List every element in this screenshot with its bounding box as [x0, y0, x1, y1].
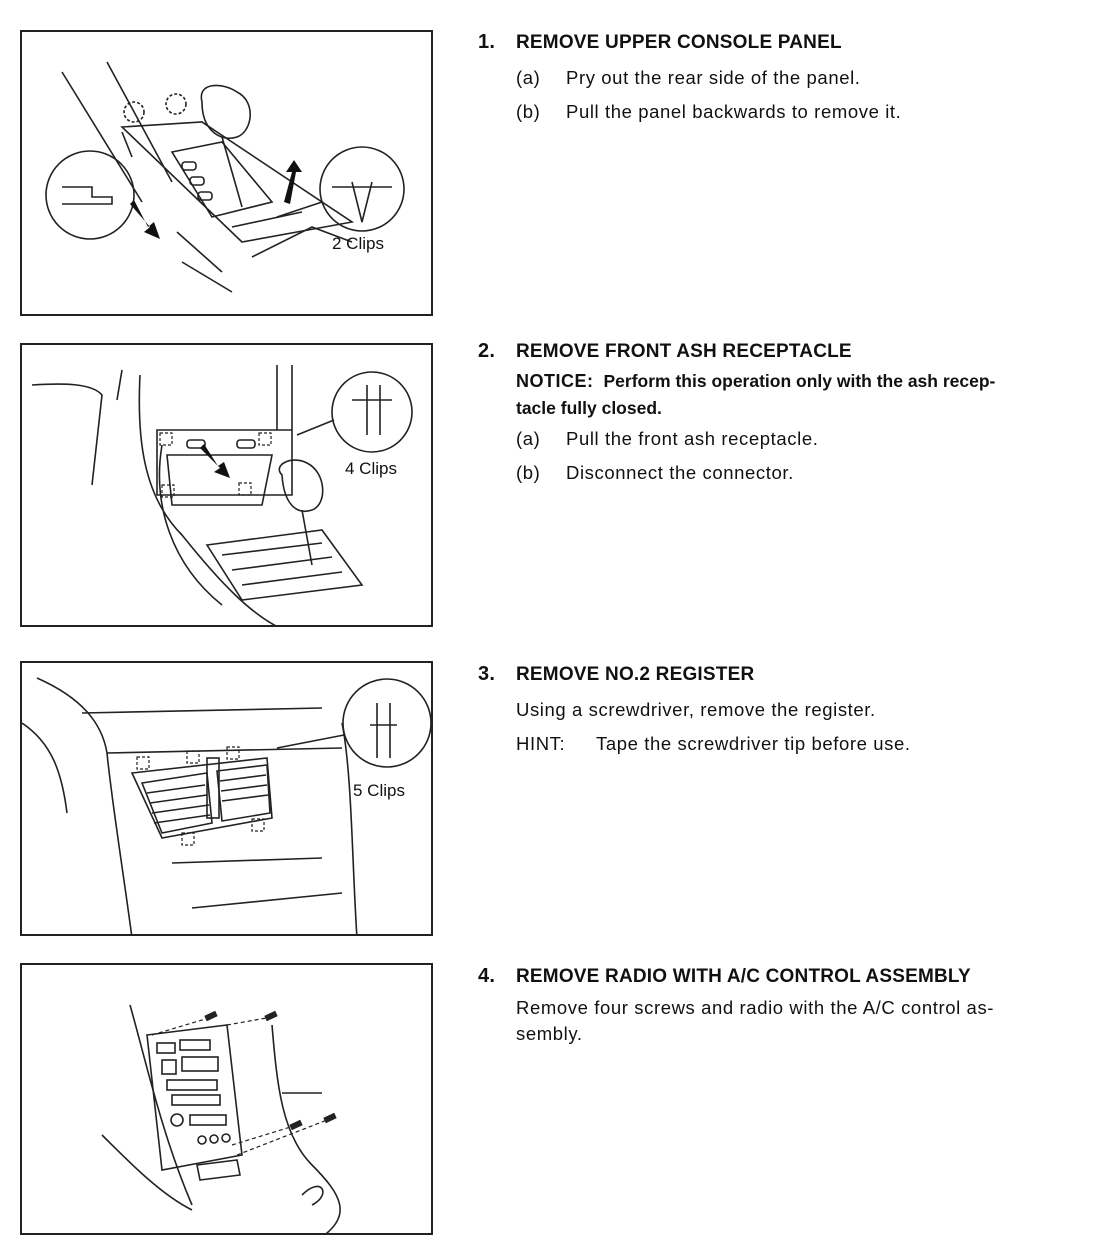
instruction-line: Using a screwdriver, remove the register…	[516, 699, 876, 720]
step-heading: 2. REMOVE FRONT ASH RECEPTACLE	[478, 339, 1088, 364]
instruction-line: (b) Pull the panel backwards to remove it…	[516, 95, 1088, 129]
item-tag: (a)	[516, 67, 541, 88]
item-text: Disconnect the connector.	[566, 462, 794, 483]
step-title: REMOVE RADIO WITH A/C CONTROL ASSEMBLY	[516, 966, 971, 987]
console-panel-illustration	[45, 61, 405, 293]
step-heading: 4. REMOVE RADIO WITH A/C CONTROL ASSEMBLY	[478, 964, 1088, 989]
instruction-line: (a) Pry out the rear side of the panel.	[516, 61, 1088, 95]
step-2: 2. REMOVE FRONT ASH RECEPTACLE NOTICE: Per…	[478, 339, 1088, 490]
instruction-line: (a) Pull the front ash receptacle.	[516, 422, 1088, 456]
figure-label: 5 Clips	[353, 781, 405, 800]
instruction-line: (b) Disconnect the connector.	[516, 456, 1088, 490]
item-tag: (a)	[516, 428, 541, 449]
figure-register: 5 Clips	[20, 661, 433, 936]
step-heading: 3. REMOVE NO.2 REGISTER	[478, 662, 1088, 687]
item-tag: (b)	[516, 101, 541, 122]
hint-line: HINT: Tape the screwdriver tip before use…	[516, 727, 1088, 761]
item-tag: (b)	[516, 462, 541, 483]
figure-radio-ac	[20, 963, 433, 1235]
step-3: 3. REMOVE NO.2 REGISTER Using a screwdriv…	[478, 662, 1088, 761]
step-4: 4. REMOVE RADIO WITH A/C CONTROL ASSEMBLY…	[478, 964, 1088, 1047]
notice-text-continued: tacle fully closed.	[516, 398, 662, 418]
notice-block: NOTICE: Perform this operation only with …	[516, 368, 1088, 422]
step-number: 1.	[478, 31, 496, 53]
step-number: 3.	[478, 663, 496, 685]
step-number: 4.	[478, 965, 496, 987]
item-text: Pull the panel backwards to remove it.	[566, 101, 902, 122]
figure-console-panel: 2 Clips	[20, 30, 433, 316]
step-number: 2.	[478, 340, 496, 362]
step-1: 1. REMOVE UPPER CONSOLE PANEL (a) Pry out …	[478, 30, 1088, 129]
step-title: REMOVE UPPER CONSOLE PANEL	[516, 32, 842, 53]
hint-text: Tape the screwdriver tip before use.	[596, 733, 911, 754]
register-illustration	[22, 677, 431, 934]
instruction-text: Remove four screws and radio with the A/…	[516, 997, 995, 1018]
item-text: Pry out the rear side of the panel.	[566, 67, 861, 88]
instruction-paragraph: Remove four screws and radio with the A/…	[516, 995, 1088, 1047]
figure-label: 2 Clips	[332, 234, 384, 253]
instruction-text-continued: sembly.	[516, 1023, 583, 1044]
hint-label: HINT:	[516, 733, 566, 754]
radio-ac-illustration	[101, 1004, 341, 1233]
notice-label: NOTICE:	[516, 371, 594, 391]
figure-label: 4 Clips	[345, 459, 397, 478]
step-title: REMOVE FRONT ASH RECEPTACLE	[516, 341, 852, 362]
item-text: Pull the front ash receptacle.	[566, 428, 819, 449]
step-title: REMOVE NO.2 REGISTER	[516, 664, 755, 685]
figure-ash-receptacle: 4 Clips	[20, 343, 433, 627]
ash-receptacle-illustration	[31, 365, 413, 625]
notice-text: Perform this operation only with the ash…	[603, 371, 996, 391]
step-heading: 1. REMOVE UPPER CONSOLE PANEL	[478, 30, 1088, 55]
